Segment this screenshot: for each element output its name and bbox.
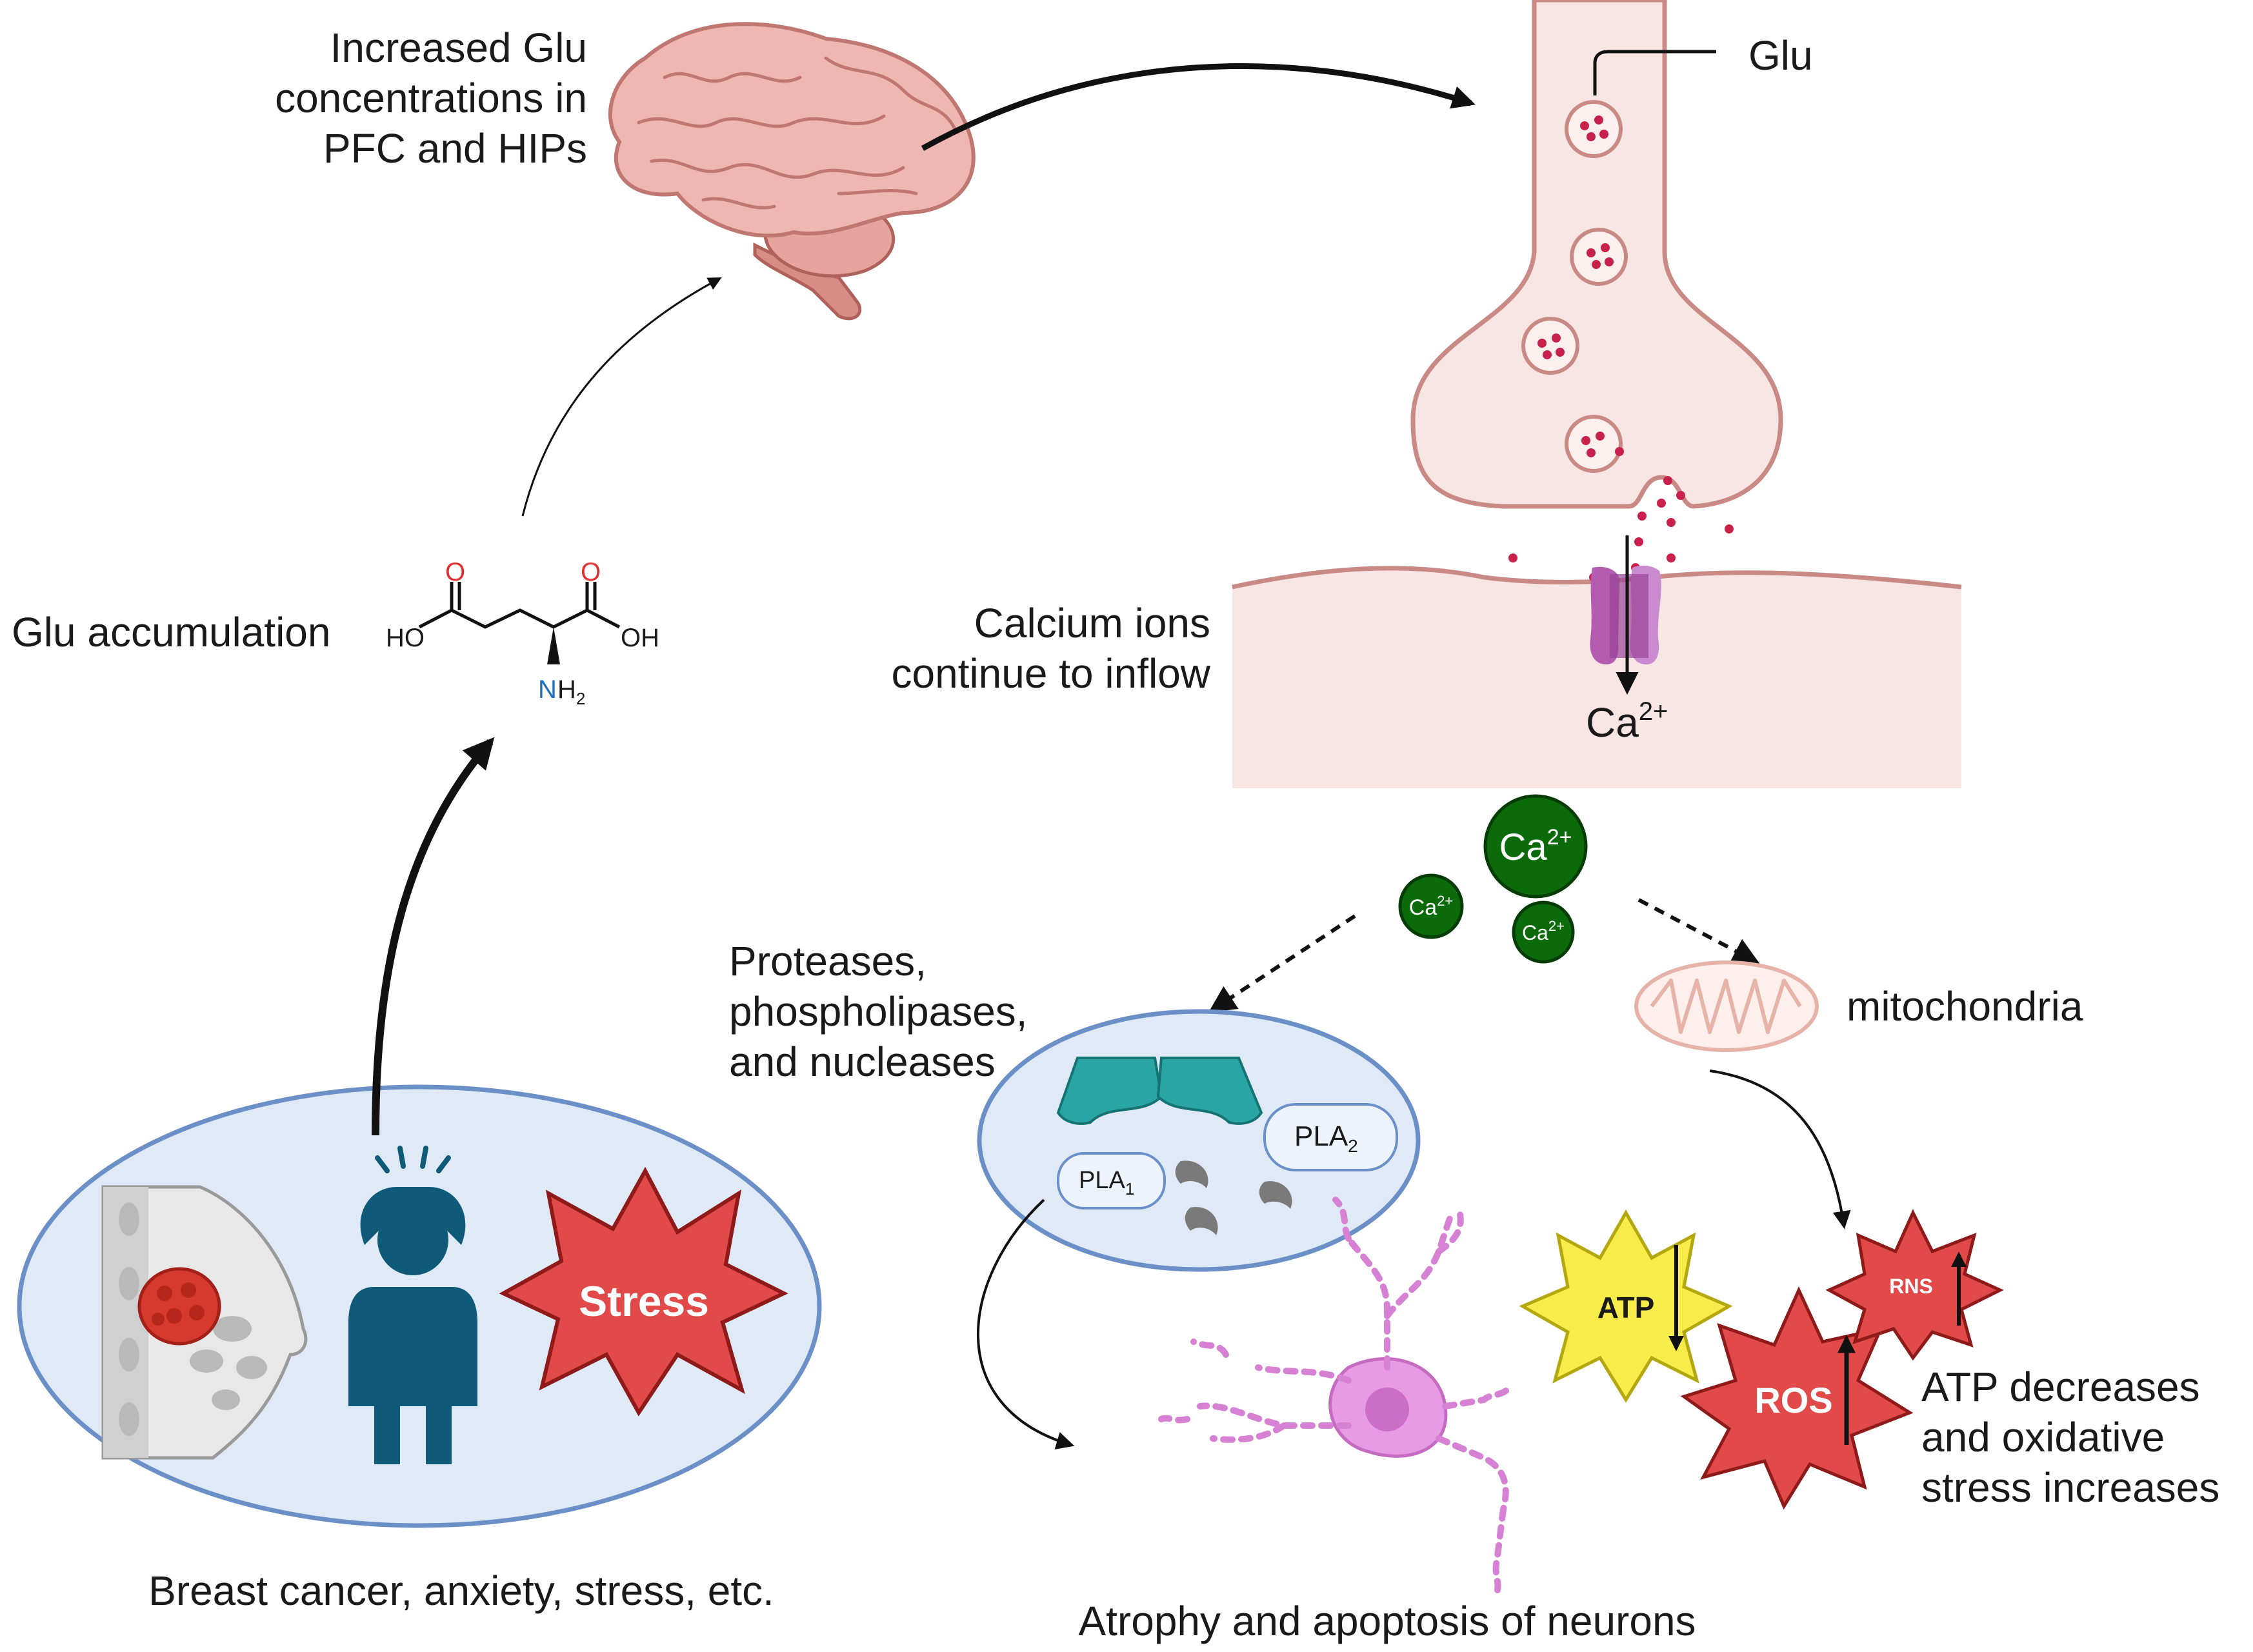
calcium-ion: Ca2+ (1398, 873, 1464, 939)
causes-label: Breast cancer, anxiety, stress, etc. (148, 1567, 774, 1614)
svg-text:Ca2+: Ca2+ (1522, 918, 1565, 944)
calcium-inflow-label-line2: continue to inflow (891, 650, 1210, 697)
enzymes-label-line2: phospholipases, (729, 988, 1028, 1035)
glu-concentration-label-line2: concentrations in (275, 75, 587, 121)
pla1-label: PLA1 (1079, 1167, 1134, 1199)
glu-accumulation-label: Glu accumulation (12, 609, 330, 655)
ca-to-mitochondria-arrow (1637, 898, 1760, 964)
vesicle (1565, 100, 1623, 158)
molecule-o2: O (581, 558, 601, 586)
stress-label: Stress (579, 1277, 709, 1325)
vesicle (1570, 228, 1628, 286)
atp-stress-label-line1: ATP decreases (1921, 1364, 2200, 1410)
enzymes-label-line1: Proteases, (729, 938, 926, 984)
ca-membrane-label: Ca2+ (1586, 697, 1668, 746)
molecule-ho: HO (386, 624, 425, 652)
receptor-channel-icon (1590, 565, 1661, 664)
calcium-ion: Ca2+ (1512, 901, 1575, 964)
calcium-ion: Ca2+ (1483, 794, 1588, 899)
enzymes-label-line3: and nucleases (729, 1039, 996, 1085)
atp-stress-label-line2: and oxidative (1921, 1414, 2165, 1460)
enzymes-to-neuron-arrow (977, 1199, 1075, 1449)
anxious-person-icon (348, 1146, 477, 1464)
degenerating-neuron-icon (1158, 1197, 1513, 1597)
brain-icon (608, 22, 976, 321)
mitochondrion-icon (1634, 960, 1819, 1052)
rns-label: RNS (1889, 1275, 1933, 1298)
glu-concentration-label-line3: PFC and HIPs (323, 125, 587, 172)
glu-label: Glu (1748, 32, 1813, 79)
causes-to-glu-arrow (372, 737, 495, 1136)
svg-text:Ca2+: Ca2+ (1409, 893, 1454, 920)
molecule-oh: OH (621, 624, 659, 652)
pla2-label: PLA2 (1294, 1120, 1358, 1156)
molecule-n: N (538, 675, 557, 704)
stress-burst-icon (499, 1166, 788, 1417)
vesicle (1565, 415, 1624, 473)
postsynaptic-membrane (1232, 568, 1961, 788)
atp-stress-label-line3: stress increases (1921, 1464, 2219, 1511)
synapse-icon (1232, 0, 1962, 788)
ca-to-enzymes-arrow (1208, 914, 1356, 1013)
apoptosis-label: Atrophy and apoptosis of neurons (1078, 1598, 1696, 1644)
glu-to-brain-arrow (521, 277, 722, 517)
ros-label: ROS (1754, 1380, 1832, 1420)
calcium-inflow-label-line1: Calcium ions (974, 600, 1210, 646)
glu-concentration-label-line1: Increased Glu (330, 25, 587, 71)
molecule-h2: H2 (557, 675, 585, 708)
mitochondria-to-ros-arrow (1709, 1070, 1851, 1229)
vesicle (1521, 317, 1579, 375)
breast-tumor-icon (101, 1185, 308, 1460)
glutamate-molecule-icon: HO OH O O N H2 (386, 558, 659, 708)
brain-to-synapse-arrow (921, 63, 1476, 151)
mitochondria-label: mitochondria (1847, 983, 2083, 1030)
atp-label: ATP (1597, 1291, 1655, 1324)
molecule-o1: O (445, 558, 465, 586)
svg-text:Ca2+: Ca2+ (1499, 825, 1572, 868)
enzyme-vesicle-icon (977, 1009, 1421, 1272)
